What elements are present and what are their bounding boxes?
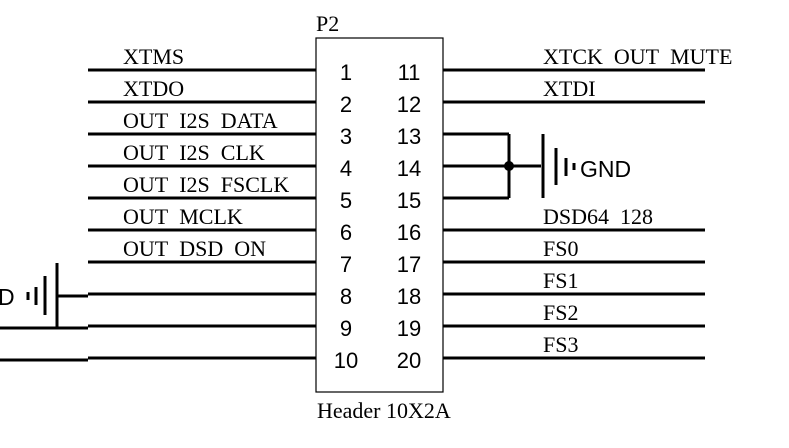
net-label-pin-20: FS3 xyxy=(543,332,578,357)
pin-number-12: 12 xyxy=(397,92,421,117)
net-label-pin-4: OUT I2S CLK xyxy=(123,140,265,165)
pin-number-3: 3 xyxy=(340,124,352,149)
net-label-pin-11: XTCK OUT MUTE xyxy=(543,44,732,69)
pin-number-16: 16 xyxy=(397,220,421,245)
net-label-pin-7: OUT DSD ON xyxy=(123,236,266,261)
net-label-pin-17: FS0 xyxy=(543,236,578,261)
ground-symbol-left: D xyxy=(0,263,88,328)
pin-number-17: 17 xyxy=(397,252,421,277)
net-label-pin-1: XTMS xyxy=(123,44,184,69)
pin-number-14: 14 xyxy=(397,156,421,181)
pin-number-6: 6 xyxy=(340,220,352,245)
pin-number-7: 7 xyxy=(340,252,352,277)
net-label-pin-12: XTDI xyxy=(543,76,596,101)
pin-number-4: 4 xyxy=(340,156,352,181)
pin-number-13: 13 xyxy=(397,124,421,149)
pin-number-19: 19 xyxy=(397,316,421,341)
gnd-left-label: D xyxy=(0,284,15,310)
pin-number-15: 15 xyxy=(397,188,421,213)
pin-number-1: 1 xyxy=(340,60,352,85)
junction-dot xyxy=(504,161,514,171)
left-wires: XTMS XTDO OUT I2S DATA OUT I2S CLK OUT I2S F… xyxy=(88,44,316,360)
ground-symbol-right: GND xyxy=(541,134,631,198)
gnd-bus xyxy=(504,134,541,198)
pin-number-2: 2 xyxy=(340,92,352,117)
net-label-pin-3: OUT I2S DATA xyxy=(123,108,278,133)
net-label-pin-2: XTDO xyxy=(123,76,184,101)
pin-number-18: 18 xyxy=(397,284,421,309)
pin-number-20: 20 xyxy=(397,348,421,373)
pin-number-5: 5 xyxy=(340,188,352,213)
net-label-pin-19: FS2 xyxy=(543,300,578,325)
net-label-pin-6: OUT MCLK xyxy=(123,204,243,229)
net-label-pin-18: FS1 xyxy=(543,268,578,293)
pin-number-10: 10 xyxy=(334,348,358,373)
pin-number-11: 11 xyxy=(398,60,421,85)
header-body xyxy=(315,37,444,393)
designator-label: P2 xyxy=(316,11,339,36)
pin-number-9: 9 xyxy=(340,316,352,341)
part-name-label: Header 10X2A xyxy=(317,398,451,423)
pin-number-8: 8 xyxy=(340,284,352,309)
net-label-pin-16: DSD64 128 xyxy=(543,204,653,229)
gnd-label: GND xyxy=(580,156,631,182)
net-label-pin-5: OUT I2S FSCLK xyxy=(123,172,289,197)
